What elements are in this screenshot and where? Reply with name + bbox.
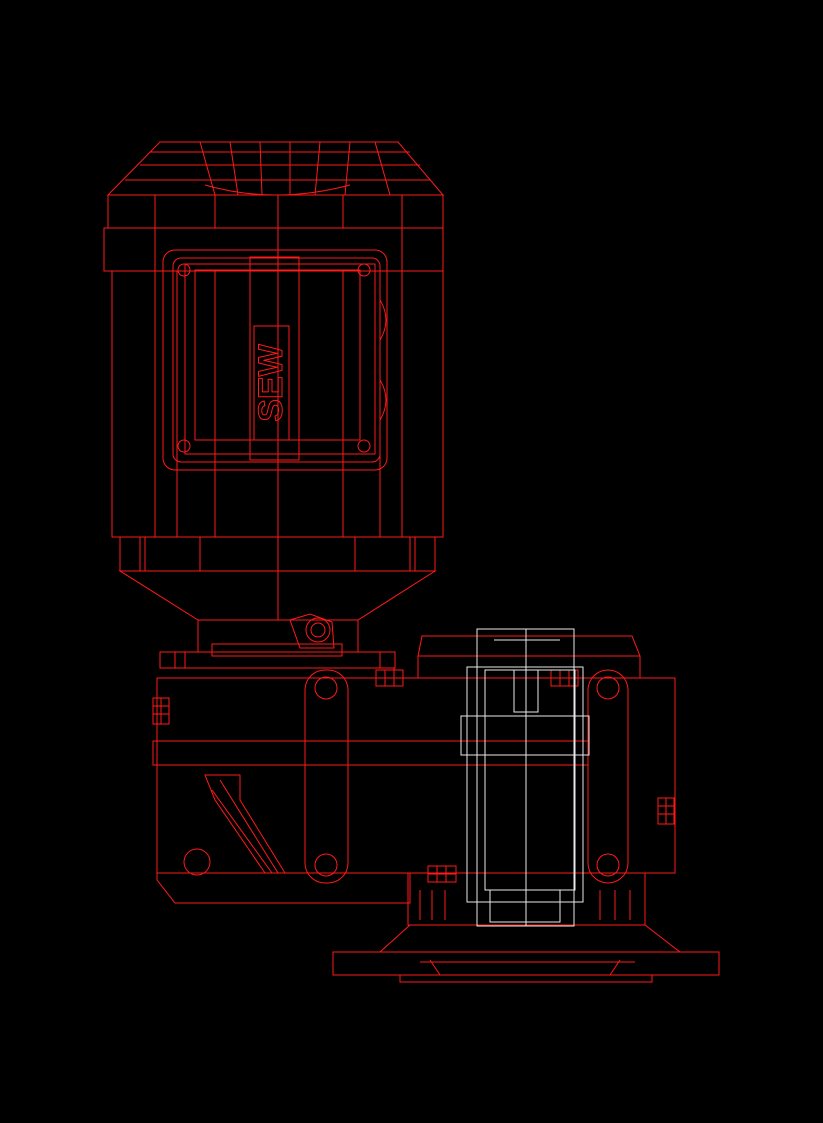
terminal-box	[162, 249, 388, 471]
drain-hole	[183, 848, 211, 876]
motor: SEW	[103, 141, 445, 653]
logo-plate: SEW	[249, 256, 300, 461]
link-left	[304, 669, 349, 884]
sew-logo: SEW	[252, 343, 290, 421]
gearbox	[152, 643, 676, 904]
link-right	[587, 669, 629, 884]
output-shaft	[460, 628, 590, 927]
fitting	[289, 613, 335, 649]
